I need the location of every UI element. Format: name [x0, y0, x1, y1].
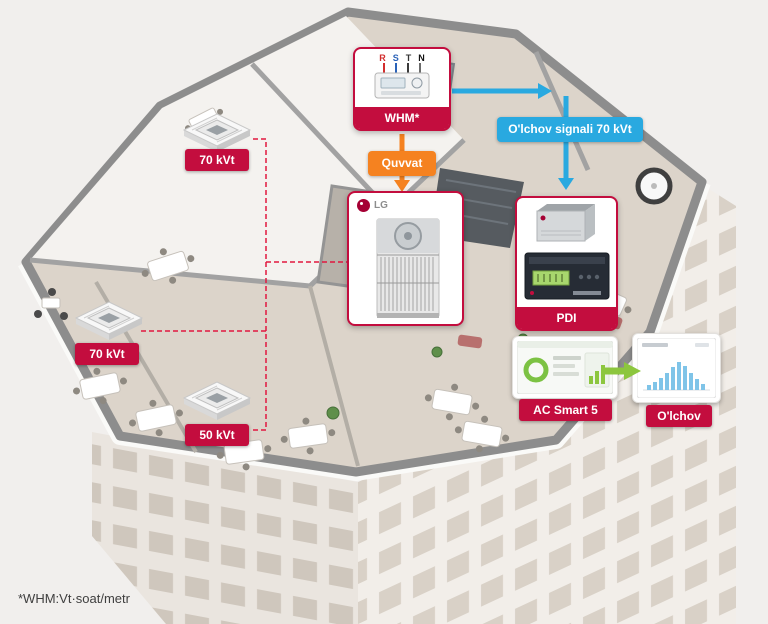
measurement-chart-icon	[637, 338, 716, 398]
ac-smart-device	[512, 336, 618, 399]
watt-hour-meter-icon	[374, 63, 430, 99]
indoor-unit-capacity-label-bottom: 50 kVt	[185, 424, 249, 446]
lg-logo-icon	[357, 199, 370, 212]
terminal-s: S	[392, 53, 399, 63]
signal-arrow-horizontal	[452, 83, 552, 99]
terminal-t: T	[405, 53, 412, 63]
signal-arrow-vertical	[558, 96, 574, 190]
whm-label: WHM*	[355, 107, 449, 129]
ac-smart-label: AC Smart 5	[519, 399, 612, 421]
ceiling-cassette-icon	[183, 381, 251, 421]
indoor-unit-capacity-label-top: 70 kVt	[185, 149, 249, 171]
pdi-device-icon	[524, 204, 610, 300]
terminal-r: R	[379, 53, 386, 63]
signal-flow-label: O'lchov signali 70 kVt	[497, 117, 643, 142]
vrf-outdoor-unit-icon	[376, 218, 440, 318]
lg-logo: LG	[357, 199, 388, 212]
dashed-connection-lines	[141, 138, 347, 431]
outdoor-unit-box: LG	[347, 191, 464, 326]
footnote: *WHM:Vt·soat/metr	[18, 591, 130, 606]
measurement-label: O'lchov	[646, 405, 712, 427]
whm-terminals: R S T N	[355, 53, 449, 63]
lg-logo-text: LG	[374, 200, 388, 211]
terminal-n: N	[418, 53, 425, 63]
pdi-box: PDI	[515, 196, 618, 331]
ac-smart-screen-icon	[517, 341, 613, 394]
whm-box: R S T N WHM*	[353, 47, 451, 131]
indoor-unit-capacity-label-left: 70 kVt	[75, 343, 139, 365]
pdi-label: PDI	[517, 307, 616, 329]
ceiling-cassette-icon	[75, 301, 143, 341]
measurement-screen	[632, 333, 721, 403]
power-flow-label: Quvvat	[368, 151, 436, 176]
